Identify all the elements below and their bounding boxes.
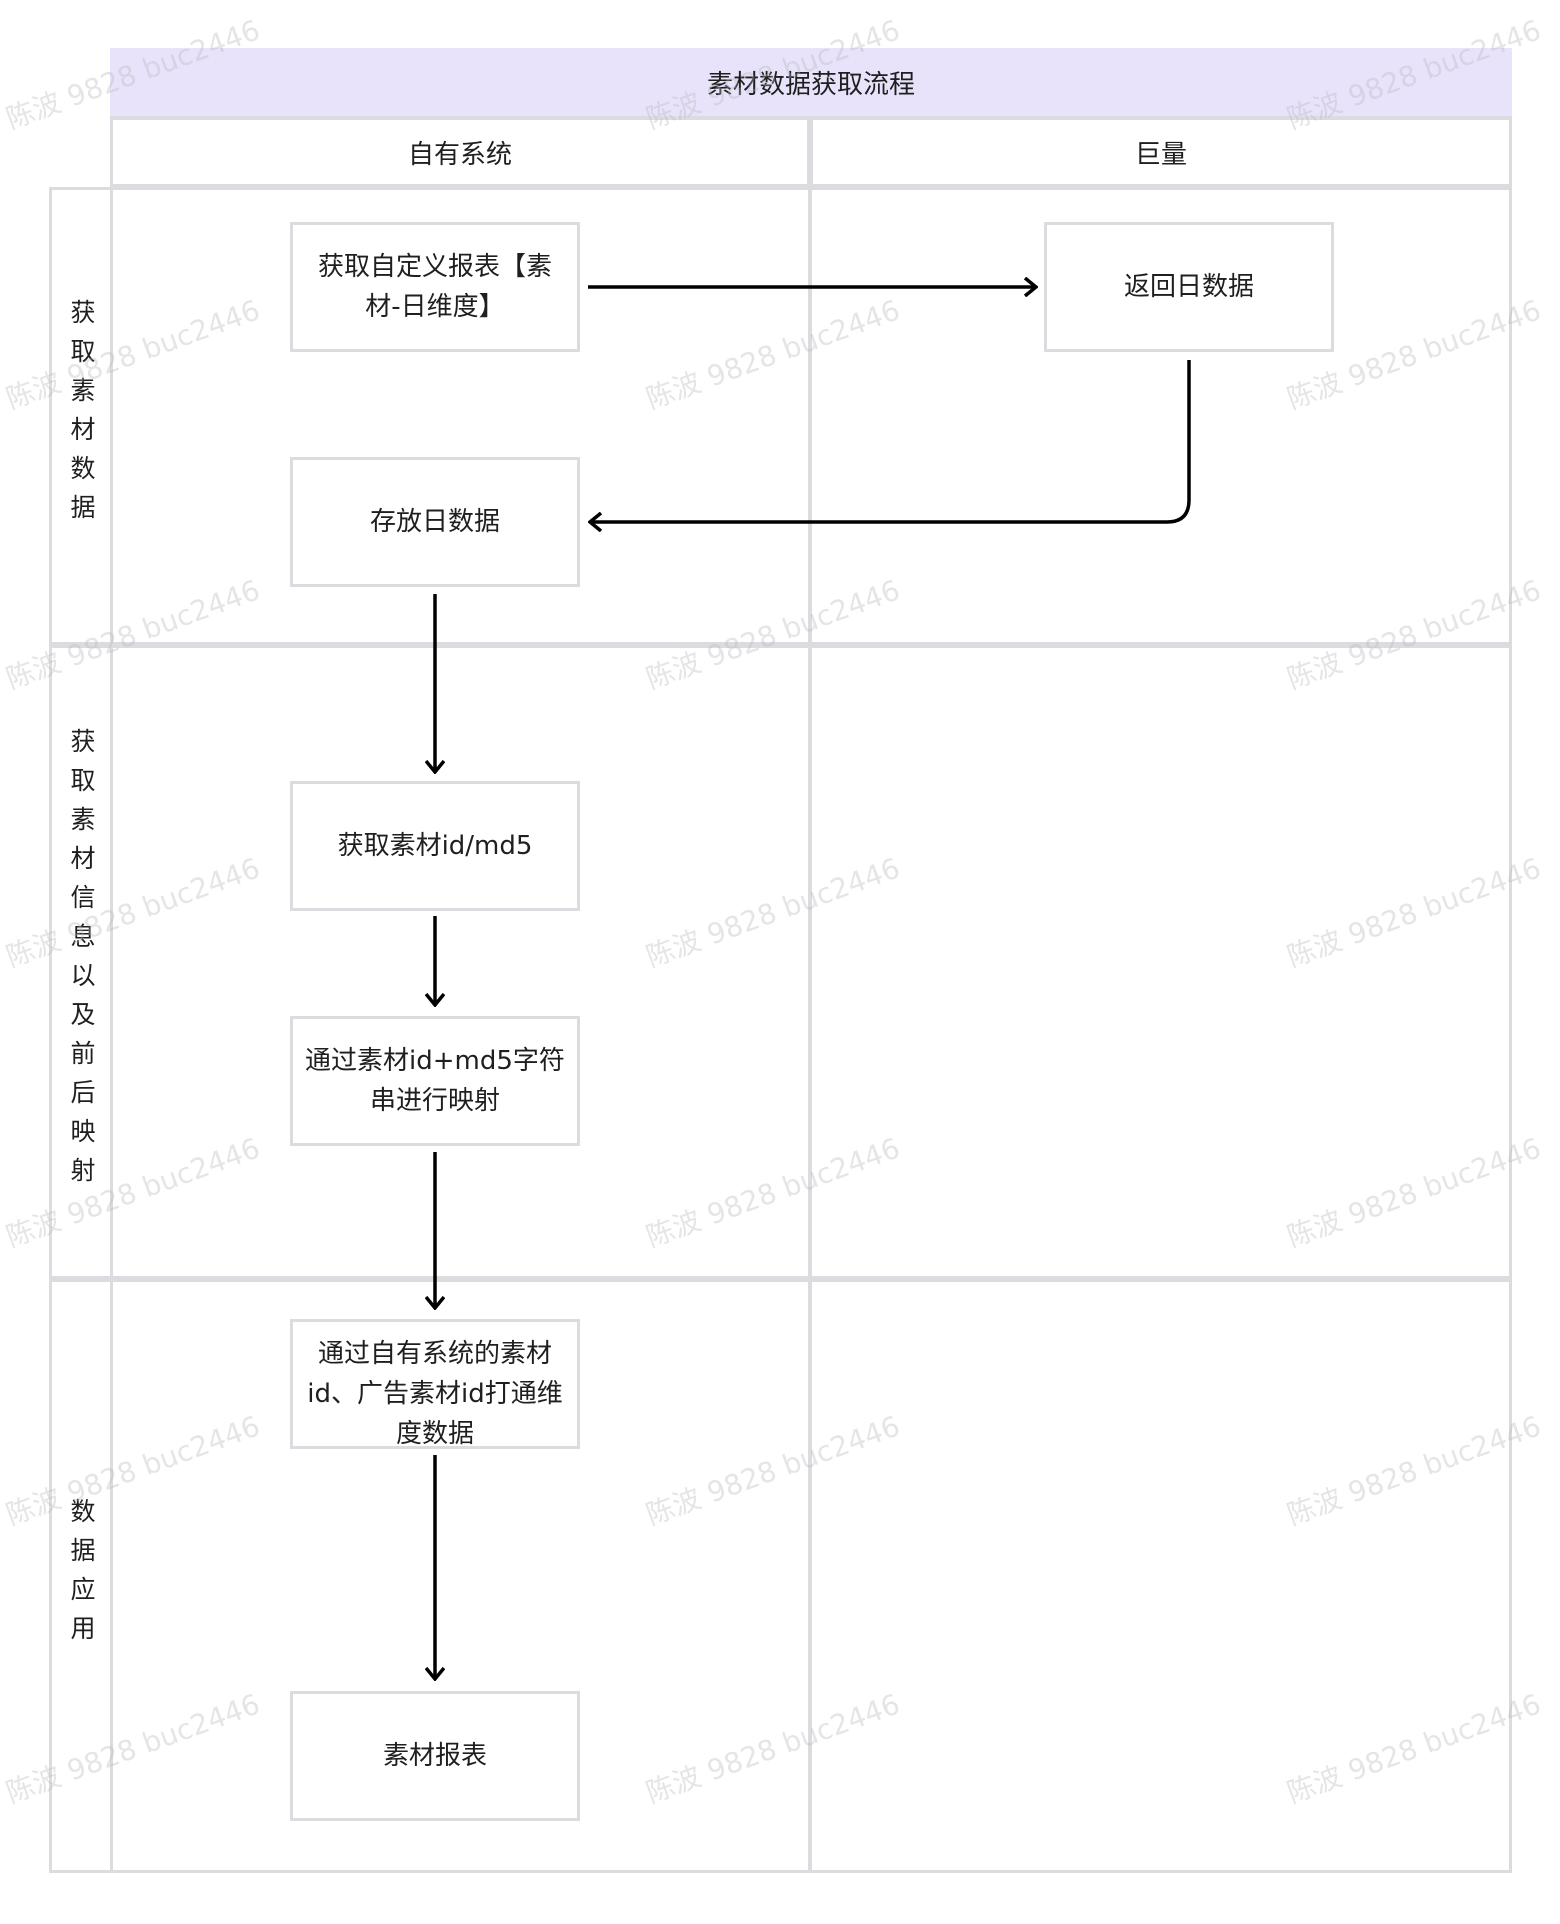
node-return-daily[interactable]: 返回日数据 bbox=[1044, 222, 1334, 352]
node-custom-report[interactable]: 获取自定义报表【素材-日维度】 bbox=[290, 222, 580, 352]
lane-label-text: 数据应用 bbox=[67, 1498, 96, 1654]
node-material-report[interactable]: 素材报表 bbox=[290, 1691, 580, 1821]
node-map-id-md5[interactable]: 通过素材id+md5字符串进行映射 bbox=[290, 1016, 580, 1146]
arrow-return-to-store bbox=[590, 360, 1191, 522]
lane-label-1: 获取素材数据 bbox=[49, 187, 110, 645]
node-join-ids[interactable]: 通过自有系统的素材id、广告素材id打通维度数据 bbox=[290, 1319, 580, 1449]
node-store-daily[interactable]: 存放日数据 bbox=[290, 457, 580, 587]
diagram-title: 素材数据获取流程 bbox=[110, 48, 1512, 120]
lane-label-3: 数据应用 bbox=[49, 1279, 110, 1873]
lane-label-text: 获取素材数据 bbox=[67, 299, 96, 533]
column-divider bbox=[808, 120, 812, 1873]
lane-label-text: 获取素材信息以及前后映射 bbox=[67, 728, 96, 1196]
lane-label-2: 获取素材信息以及前后映射 bbox=[49, 645, 110, 1279]
node-get-id-md5[interactable]: 获取素材id/md5 bbox=[290, 781, 580, 911]
